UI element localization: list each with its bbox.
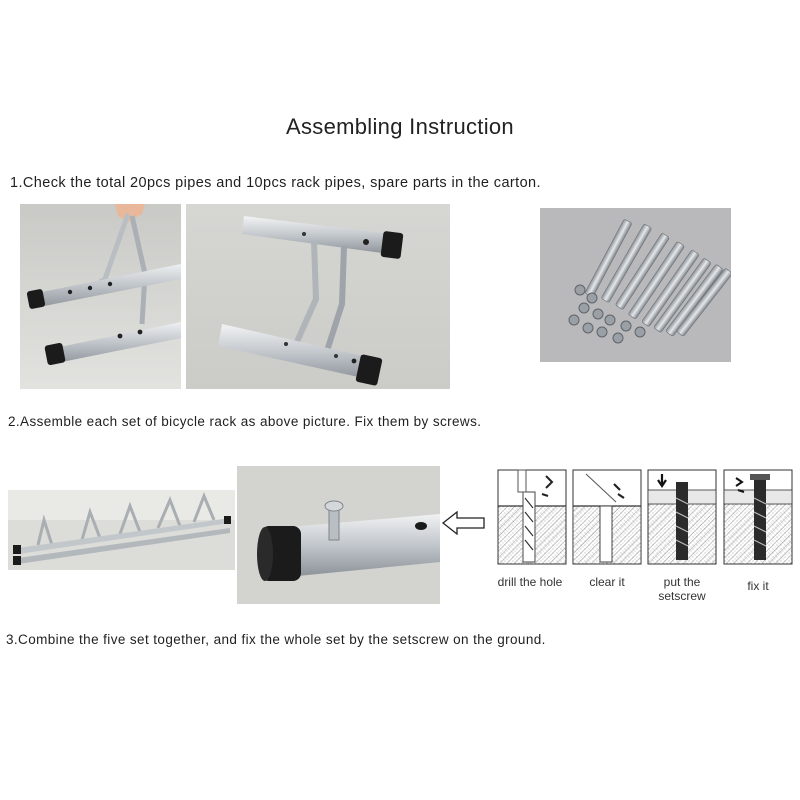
caption-put-the-setscrew-line-2: setscrew — [658, 589, 706, 603]
caption-fix-it: fix it — [747, 579, 769, 593]
photo-spare-parts — [540, 208, 731, 362]
caption-put-the-setscrew: put the setscrew — [648, 575, 716, 603]
diagram-panel-fix — [723, 469, 793, 565]
arrow-left-outline-icon — [442, 511, 485, 535]
photo-rack-held — [20, 204, 181, 389]
step-2-text: 2.Assemble each set of bicycle rack as a… — [8, 414, 482, 429]
diagram-panel-clear — [572, 469, 642, 565]
diagram-panel-drill — [497, 469, 567, 565]
diagram-panel-put-setscrew — [647, 469, 717, 565]
photo-assembled-rack — [8, 490, 235, 570]
photo-pipe-closeup — [237, 466, 440, 604]
page-title: Assembling Instruction — [286, 114, 514, 139]
setscrew-install-diagram — [497, 469, 793, 565]
step-3-text: 3.Combine the five set together, and fix… — [6, 632, 546, 647]
caption-drill-the-hole: drill the hole — [497, 575, 563, 589]
photo-rack-standing — [186, 204, 450, 389]
step-1-text: 1.Check the total 20pcs pipes and 10pcs … — [10, 175, 541, 191]
caption-put-the-setscrew-line-1: put the — [663, 575, 701, 589]
caption-clear-it: clear it — [589, 575, 625, 589]
